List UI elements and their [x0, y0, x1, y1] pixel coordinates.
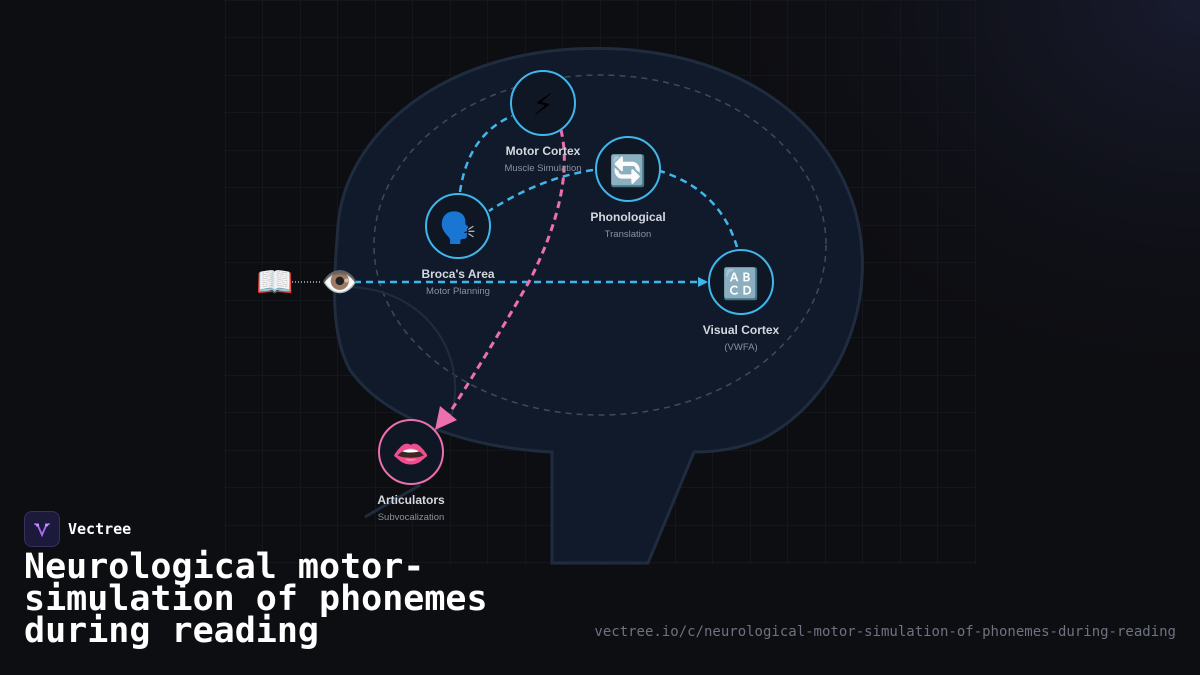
speaking-head-icon: 🗣️: [439, 210, 476, 246]
path-phonological-to-brocas: [488, 168, 594, 213]
lightning-icon: ⚡: [532, 88, 553, 123]
node-title-visual-cortex: Visual Cortex: [703, 323, 780, 337]
path-visual-to-phonological: [659, 169, 739, 248]
node-subtitle-visual-cortex: (VWFA): [724, 342, 757, 353]
page-title: Neurological motor-simulation of phoneme…: [24, 547, 488, 651]
path-motor-cortex-to-articulators: [445, 129, 566, 418]
book-icon: 📖: [256, 265, 293, 300]
node-motor-cortex: ⚡ Motor Cortex Muscle Simulation: [504, 70, 582, 174]
node-subtitle-brocas-area: Motor Planning: [426, 286, 490, 297]
node-subtitle-phonological: Translation: [605, 229, 652, 240]
node-title-motor-cortex: Motor Cortex: [506, 144, 581, 158]
pink-arrowhead: [435, 406, 457, 430]
brand-name: Vectree: [68, 520, 132, 538]
node-title-articulators: Articulators: [377, 493, 445, 507]
node-title-brocas-area: Broca's Area: [421, 267, 494, 281]
node-visual-cortex: 🔠 Visual Cortex (VWFA): [703, 249, 780, 353]
node-brocas-area: 🗣️ Broca's Area Motor Planning: [421, 193, 495, 297]
node-subtitle-motor-cortex: Muscle Simulation: [504, 163, 581, 174]
inner-dashed-ring: [373, 74, 827, 416]
brand[interactable]: Vectree: [24, 511, 132, 547]
brainstem-arc: [349, 286, 456, 421]
node-title-phonological: Phonological: [590, 210, 665, 224]
eye-icon: 👁️: [321, 265, 358, 300]
node-phonological: 🔄 Phonological Translation: [590, 136, 666, 240]
cycle-arrows-icon: 🔄: [609, 153, 646, 189]
brain-outline: [333, 46, 864, 565]
path-brocas-to-motor-cortex: [458, 114, 513, 193]
jaw-line: [364, 483, 421, 519]
abcd-letters-icon: 🔠: [722, 266, 759, 302]
page-url[interactable]: vectree.io/c/neurological-motor-simulati…: [594, 624, 1176, 640]
mouth-icon: 👄: [392, 437, 429, 472]
node-articulators: 👄 Articulators Subvocalization: [377, 419, 445, 523]
vectree-logo-icon: [24, 511, 60, 547]
node-subtitle-articulators: Subvocalization: [378, 512, 445, 523]
